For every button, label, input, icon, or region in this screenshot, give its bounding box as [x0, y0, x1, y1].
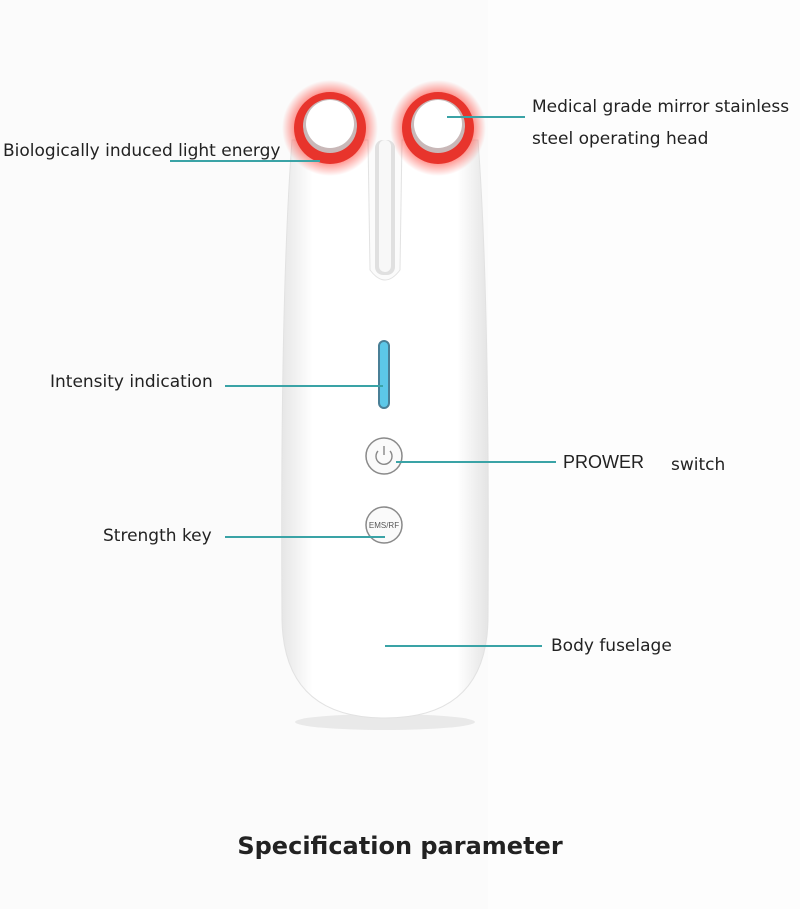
leader-line-power	[396, 461, 556, 463]
intensity-indicator	[378, 340, 390, 409]
device-shadow	[295, 714, 475, 730]
section-title: Specification parameter	[237, 832, 563, 860]
leader-line-body	[385, 645, 542, 647]
leader-line-light	[170, 160, 320, 162]
label-operating-head-2: steel operating head	[532, 129, 709, 149]
leader-line-intensity	[225, 385, 383, 387]
label-power: PROWER	[563, 452, 644, 472]
background-panel	[488, 0, 800, 909]
strength-key-icon: EMS/RF	[365, 506, 403, 544]
light-head-left	[282, 80, 378, 176]
strength-key-text: EMS/RF	[369, 521, 399, 530]
leader-line-head	[447, 116, 525, 118]
label-body: Body fuselage	[551, 636, 672, 656]
label-switch: switch	[671, 455, 726, 475]
device-stem-highlight	[379, 140, 391, 272]
label-intensity: Intensity indication	[50, 372, 213, 392]
label-strength: Strength key	[103, 526, 212, 546]
power-button-icon	[365, 437, 403, 475]
light-head-right	[390, 80, 486, 176]
label-light-energy: Biologically induced light energy	[3, 141, 281, 161]
leader-line-strength	[225, 536, 385, 538]
label-operating-head-1: Medical grade mirror stainless	[532, 97, 790, 117]
